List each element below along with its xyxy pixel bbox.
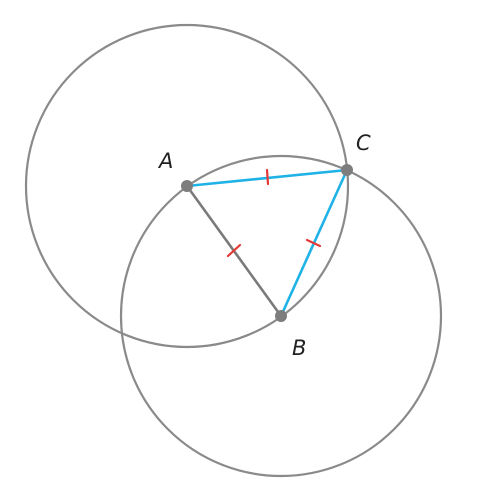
tick-mark-ab [226, 243, 242, 258]
point-c [341, 164, 353, 176]
tick-mark-ac [265, 168, 270, 186]
label-b: B [292, 336, 306, 360]
circle-centered-b [119, 154, 443, 478]
label-a: A [157, 149, 173, 173]
tick-mark-bc [305, 238, 322, 248]
point-a [181, 180, 193, 192]
label-c: C [356, 131, 371, 155]
point-b [275, 310, 287, 322]
circle-centered-a [24, 23, 350, 349]
